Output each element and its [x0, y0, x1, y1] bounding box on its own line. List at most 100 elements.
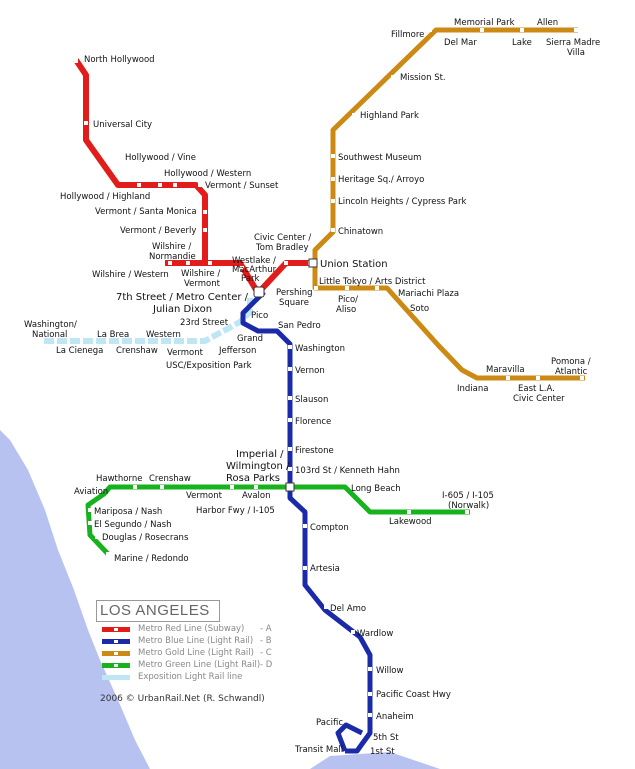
label-vermont-sunset: Vermont / Sunset [205, 181, 279, 191]
green-line [85, 484, 470, 556]
label-highland-park: Highland Park [360, 111, 419, 121]
label-pico: Pico [251, 311, 268, 321]
label-firestone: Firestone [295, 446, 334, 456]
label-pico-aliso: Pico/ [338, 295, 358, 305]
label-lake: Lake [512, 38, 532, 48]
label-western-expo: Western [146, 330, 181, 340]
label-mariposa: Mariposa / Nash [94, 507, 162, 517]
label-little-tokyo: Little Tokyo / Arts District [319, 277, 426, 287]
legend-swatch-exposition [102, 675, 130, 680]
label-avalon: Avalon [242, 491, 271, 501]
legend-swatch-red [102, 627, 130, 632]
credit: 2006 © UrbanRail.Net (R. Schwandl) [100, 694, 265, 704]
label-metro-center: Julian Dixon [152, 304, 212, 315]
label-vermont-expo: Vermont [167, 348, 204, 358]
label-harbor: Harbor Fwy / I-105 [196, 506, 275, 516]
label-la-cienega: La Cienega [56, 346, 103, 356]
label-pershing-square: Pershing [276, 288, 313, 298]
label-vermont-green: Vermont [186, 491, 223, 501]
label-civic-center: Civic Center / [254, 233, 311, 243]
label-wilshire-western: Wilshire / Western [92, 270, 169, 280]
label-hollywood-western: Hollywood / Western [164, 169, 251, 179]
label-artesia: Artesia [310, 564, 340, 574]
legend-swatch-gold [102, 651, 130, 656]
label-crenshaw-green: Crenshaw [149, 474, 191, 484]
label-hahn: 103rd St / Kenneth Hahn [295, 466, 400, 476]
gold-line [312, 27, 585, 381]
label-pico-aliso: Aliso [336, 305, 356, 315]
label-lincoln-heights: Lincoln Heights / Cypress Park [338, 197, 467, 207]
label-transit-mall: Transit Mall [294, 745, 343, 755]
label-usc: USC/Exposition Park [166, 361, 252, 371]
label-washington: Washington [295, 344, 345, 354]
label-metro-center: 7th Street / Metro Center / [116, 292, 249, 303]
label-civic-center: Tom Bradley [255, 243, 308, 253]
label-5th: 5th St [373, 733, 399, 743]
label-wilshire-normandie: Wilshire / [152, 242, 191, 252]
label-heritage: Heritage Sq./ Arroyo [338, 175, 424, 185]
legend-swatch-green [102, 663, 130, 668]
label-anaheim: Anaheim [376, 712, 414, 722]
label-mission: Mission St. [400, 73, 446, 83]
label-wardlow: Wardlow [357, 629, 393, 639]
legend-title-box [96, 600, 220, 622]
label-wilshire-normandie: Normandie [149, 252, 196, 262]
label-chinatown: Chinatown [338, 227, 383, 237]
label-pomona: Pomona / [551, 357, 591, 367]
ocean-south [310, 752, 440, 769]
label-aviation: Aviation [74, 487, 108, 497]
legend-label: Metro Red Line (Subway) [138, 624, 245, 634]
label-universal-city: Universal City [93, 120, 152, 130]
label-pacific: Pacific [316, 718, 343, 728]
label-crenshaw-expo: Crenshaw [116, 346, 158, 356]
label-vermont-santa-monica: Vermont / Santa Monica [95, 207, 197, 217]
label-westlake: Westlake / [232, 256, 276, 266]
legend-label: Metro Gold Line (Light Rail) [138, 648, 254, 658]
legend-code: - C [260, 648, 272, 658]
label-memorial-park: Memorial Park [454, 18, 515, 28]
label-marine: Marine / Redondo [114, 554, 189, 564]
label-el-segundo: El Segundo / Nash [94, 520, 171, 530]
legend-code: - D [260, 660, 273, 670]
label-slauson: Slauson [295, 395, 328, 405]
label-long-beach: Long Beach [351, 484, 401, 494]
label-hollywood-vine: Hollywood / Vine [125, 153, 196, 163]
label-imperial: Imperial / [236, 449, 284, 460]
legend-code: - A [260, 624, 272, 634]
label-westlake: Park [241, 274, 259, 284]
label-allen: Allen [537, 18, 558, 28]
label-pershing-square: Square [279, 298, 309, 308]
label-maravilla: Maravilla [486, 365, 525, 375]
label-vernon: Vernon [295, 366, 325, 376]
label-north-hollywood: North Hollywood [84, 55, 155, 65]
label-lakewood: Lakewood [389, 517, 432, 527]
label-washington-national: Washington/ [24, 320, 77, 330]
exposition-line [44, 298, 253, 344]
label-southwest-museum: Southwest Museum [338, 153, 421, 163]
label-indiana: Indiana [457, 384, 488, 394]
label-washington-national: National [32, 330, 67, 340]
map-title: LOS ANGELES [100, 602, 210, 619]
label-east-la: East L.A. [518, 384, 555, 394]
label-wilshire-vermont: Vermont [184, 279, 221, 289]
legend-label: Exposition Light Rail line [138, 672, 243, 682]
label-grand: Jefferson [218, 346, 256, 356]
label-east-la: Civic Center [513, 394, 565, 404]
label-mariachi: Mariachi Plaza [398, 289, 459, 299]
label-sierra-madre: Villa [567, 48, 585, 58]
label-grand: Grand [237, 334, 263, 344]
ocean [0, 430, 150, 769]
label-imperial: Rosa Parks [226, 473, 280, 484]
label-del-amo: Del Amo [330, 604, 366, 614]
label-vermont-beverly: Vermont / Beverly [120, 226, 196, 236]
label-hollywood-highland: Hollywood / Highland [60, 192, 150, 202]
label-23rd: 23rd Street [180, 318, 229, 328]
label-san-pedro: San Pedro [278, 321, 321, 331]
label-1st: 1st St [370, 747, 395, 757]
label-la-brea: La Brea [97, 330, 129, 340]
label-compton: Compton [310, 523, 349, 533]
label-hawthorne: Hawthorne [96, 474, 142, 484]
label-westlake: MacArthur [232, 265, 277, 275]
transfer-metro-center [253, 286, 265, 298]
